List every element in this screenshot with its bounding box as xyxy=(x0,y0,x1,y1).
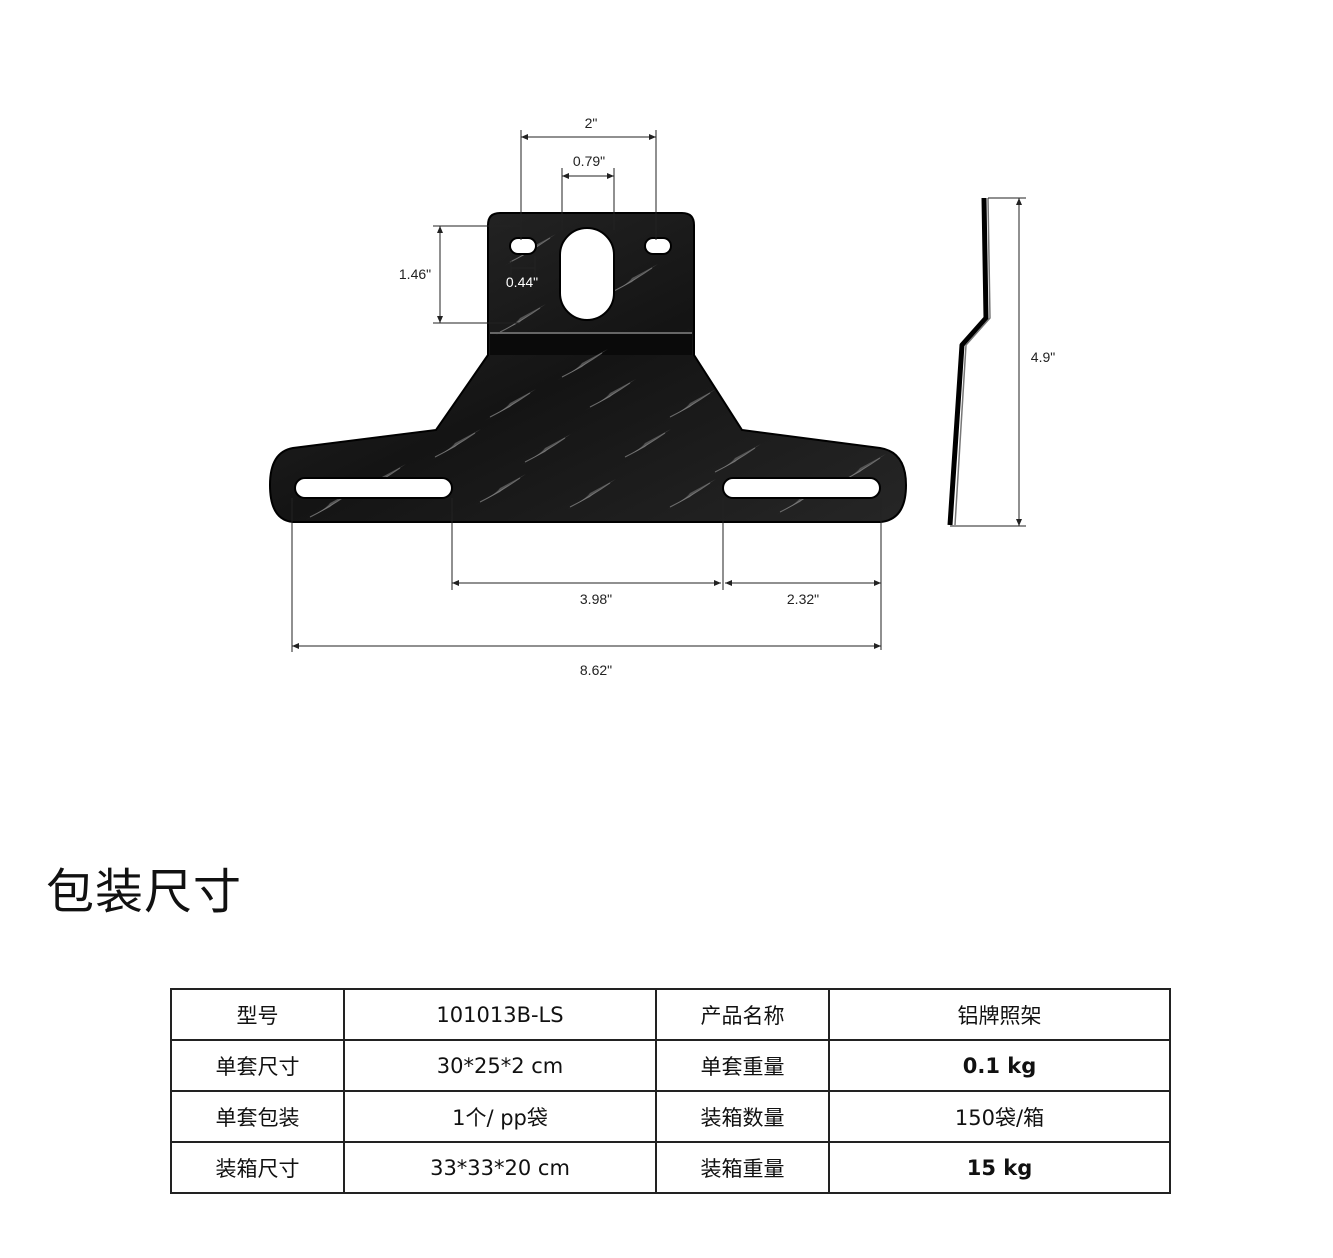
bracket-front-view xyxy=(268,212,908,523)
dim-top-height: 1.46" xyxy=(399,266,431,282)
table-row: 型号 101013B-LS 产品名称 铝牌照架 xyxy=(170,988,1171,1041)
cell-value: 0.1 kg xyxy=(828,1039,1171,1092)
cell-label: 装箱重量 xyxy=(655,1141,830,1194)
cell-value: 1个/ pp袋 xyxy=(343,1090,657,1143)
dim-top-width: 2" xyxy=(585,115,598,131)
cell-label: 装箱尺寸 xyxy=(170,1141,345,1194)
dim-overall-height: 4.9" xyxy=(1031,349,1055,365)
cell-label: 单套尺寸 xyxy=(170,1039,345,1092)
cell-label: 产品名称 xyxy=(655,988,830,1041)
table-row: 单套尺寸 30*25*2 cm 单套重量 0.1 kg xyxy=(170,1039,1171,1092)
cell-label: 型号 xyxy=(170,988,345,1041)
cell-label: 装箱数量 xyxy=(655,1090,830,1143)
dim-center-span: 3.98" xyxy=(580,591,612,607)
cell-label: 单套重量 xyxy=(655,1039,830,1092)
dim-hole-width: 0.44" xyxy=(506,274,538,290)
cell-value: 33*33*20 cm xyxy=(343,1141,657,1194)
section-title: 包装尺寸 xyxy=(46,864,243,920)
dim-overall-width: 8.62" xyxy=(580,662,612,678)
dim-side-span: 2.32" xyxy=(787,591,819,607)
dim-slot-width: 0.79" xyxy=(573,153,605,169)
bracket-side-view xyxy=(947,197,991,526)
cell-value: 铝牌照架 xyxy=(828,988,1171,1041)
table-row: 装箱尺寸 33*33*20 cm 装箱重量 15 kg xyxy=(170,1141,1171,1194)
packaging-spec-table: 型号 101013B-LS 产品名称 铝牌照架 单套尺寸 30*25*2 cm … xyxy=(170,988,1171,1194)
dimension-arrows xyxy=(292,134,1022,649)
bracket-technical-drawing: 2" 0.79" 1.46" 0.44" 3.98" 2.32" 8.62" 4… xyxy=(268,115,1055,678)
cell-value: 150袋/箱 xyxy=(828,1090,1171,1143)
dimension-lines xyxy=(291,130,1026,652)
cell-value: 101013B-LS xyxy=(343,988,657,1041)
cell-value: 15 kg xyxy=(828,1141,1171,1194)
cell-value: 30*25*2 cm xyxy=(343,1039,657,1092)
table-row: 单套包装 1个/ pp袋 装箱数量 150袋/箱 xyxy=(170,1090,1171,1143)
cell-label: 单套包装 xyxy=(170,1090,345,1143)
